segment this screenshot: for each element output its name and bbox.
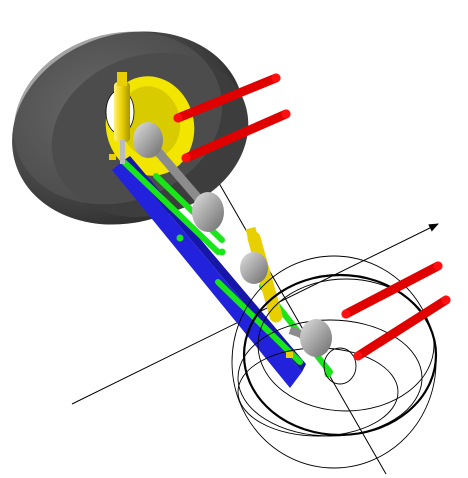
green-links [121,159,333,378]
red-link-joint [181,153,191,163]
blue-arm-edge [124,156,306,372]
red-link-joint [271,73,281,83]
red-link-joint [441,295,451,305]
wire-ring [242,273,438,437]
strut-top [117,72,127,86]
strut-body [114,82,130,142]
strut-mount [240,252,268,284]
bolt [109,154,116,160]
green-joint [218,248,226,256]
bolt [286,352,293,358]
blue-trailing-arm [112,160,302,388]
cv-joint-front [192,192,224,232]
rear-wheel [12,31,249,225]
green-joint [176,234,184,242]
rear-tie-rods [173,73,291,163]
cv-joint-rear [133,122,163,158]
green-link [121,159,221,255]
red-link-joint [353,351,363,361]
strut-rod [120,140,125,164]
red-link-upper [173,73,281,123]
wire-ring [257,278,435,412]
axis-line-diagonal [199,149,387,475]
red-link-upper [341,261,443,319]
red-link-joint [433,261,443,271]
wire-hub [323,347,357,385]
red-link-joint [173,113,183,123]
strut-top [245,226,259,242]
driveshaft [133,122,224,232]
green-link [215,279,303,365]
front-hub [288,319,332,357]
red-link-joint [281,109,291,119]
red-link-joint [341,309,351,319]
red-link-lower [181,109,291,163]
red-link-lower [353,295,451,361]
front-strut [240,226,283,323]
rear-strut [114,72,130,164]
hub-cap [300,319,332,357]
front-tie-rods [341,261,451,361]
